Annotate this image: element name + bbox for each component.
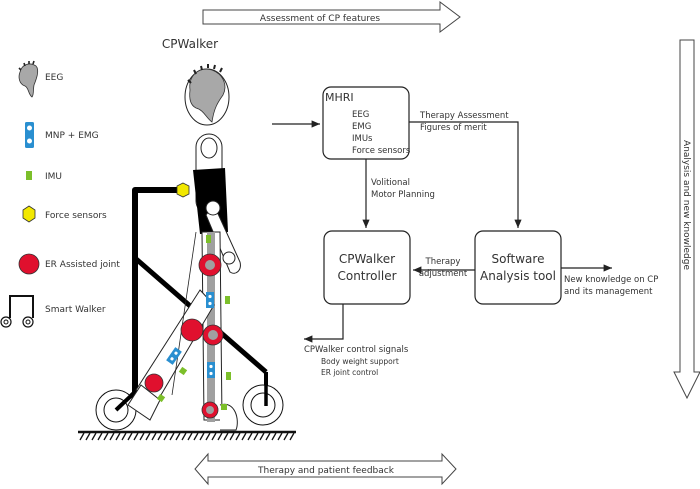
legend-item-force-sensors: Force sensors: [22, 205, 107, 223]
mhri-item: EMG: [352, 122, 371, 132]
smart-walker-frame: [114, 187, 268, 411]
head-with-eeg: [184, 64, 230, 126]
software-line-1: Software: [492, 252, 545, 266]
legend-label: IMU: [45, 172, 62, 182]
signals-line-1: Body weight support: [321, 357, 399, 366]
legend-item-assisted-joint: ER Assisted joint: [18, 253, 120, 275]
force-sensor-icon: [22, 205, 36, 223]
assessment-label-2: Figures of merit: [420, 123, 487, 133]
assessment-label-1: Therapy Assessment: [419, 111, 509, 121]
analysis-arrow: Analysis and new knowledge: [673, 39, 700, 400]
signals-title: CPWalker control signals: [304, 345, 409, 355]
assisted-joint-icon: [18, 253, 40, 275]
volitional-label-2: Motor Planning: [371, 190, 435, 200]
assessment-arrow-label: Assessment of CP features: [260, 14, 380, 24]
signals-line-2: ER joint control: [321, 368, 378, 377]
walker-wheel-rear: [242, 384, 284, 426]
software-line-2: Analysis tool: [480, 269, 556, 283]
legend-item-smart-walker: Smart Walker: [0, 295, 106, 328]
cpwalker-illustration: [78, 64, 296, 441]
volitional-label-1: Volitional: [371, 178, 410, 188]
therapy-label-1: Therapy: [425, 257, 461, 267]
analysis-arrow-label: Analysis and new knowledge: [681, 140, 691, 270]
mhri-item: Force sensors: [352, 146, 411, 156]
imus: [156, 235, 231, 410]
therapy-label-2: adjustment: [419, 269, 468, 279]
feedback-arrow-label: Therapy and patient feedback: [257, 466, 395, 476]
legend-item-eeg: EEG: [18, 60, 63, 98]
software-box: Software Analysis tool: [474, 230, 562, 305]
diagram-title: CPWalker: [162, 37, 218, 51]
control-signals-connector: [304, 304, 344, 343]
legend: EEG MNP + EMG IMU Force sensors ER Assis…: [0, 60, 120, 328]
eeg-brain-icon: [18, 60, 39, 98]
mhri-title: MHRI: [325, 91, 354, 104]
knowledge-label-2: and its management: [564, 287, 653, 297]
legend-item-mnp-emg: MNP + EMG: [25, 122, 99, 148]
mhri-box: MHRI EEG EMG IMUs Force sensors: [322, 86, 411, 160]
legend-label: Smart Walker: [45, 305, 106, 315]
legend-label: MNP + EMG: [45, 131, 99, 141]
imu-icon: [26, 171, 32, 180]
assessment-arrow: Assessment of CP features: [202, 1, 461, 33]
legend-label: EEG: [45, 73, 63, 83]
legend-label: Force sensors: [45, 211, 107, 221]
controller-box: CPWalker Controller: [323, 230, 411, 305]
mnp-emg-sensor-icon: [25, 122, 34, 148]
legend-label: ER Assisted joint: [45, 260, 120, 270]
knowledge-label-1: New knowledge on CP: [564, 275, 658, 285]
mnp-emg-sensors: [166, 292, 215, 378]
feedback-arrow: Therapy and patient feedback: [194, 452, 457, 486]
assessment-connector: [409, 121, 522, 228]
mhri-item: IMUs: [352, 134, 373, 144]
mhri-item: EEG: [352, 110, 369, 120]
controller-line-1: CPWalker: [339, 252, 395, 266]
force-sensor: [176, 182, 190, 198]
assisted-joints: [144, 253, 224, 419]
knee-joint-swing: [180, 318, 204, 342]
forearm: [205, 200, 241, 274]
ankle-joint-swing: [144, 373, 164, 393]
controller-line-2: Controller: [337, 269, 396, 283]
ground: [78, 430, 296, 441]
legend-item-imu: IMU: [26, 171, 62, 182]
smart-walker-icon: [0, 295, 34, 328]
